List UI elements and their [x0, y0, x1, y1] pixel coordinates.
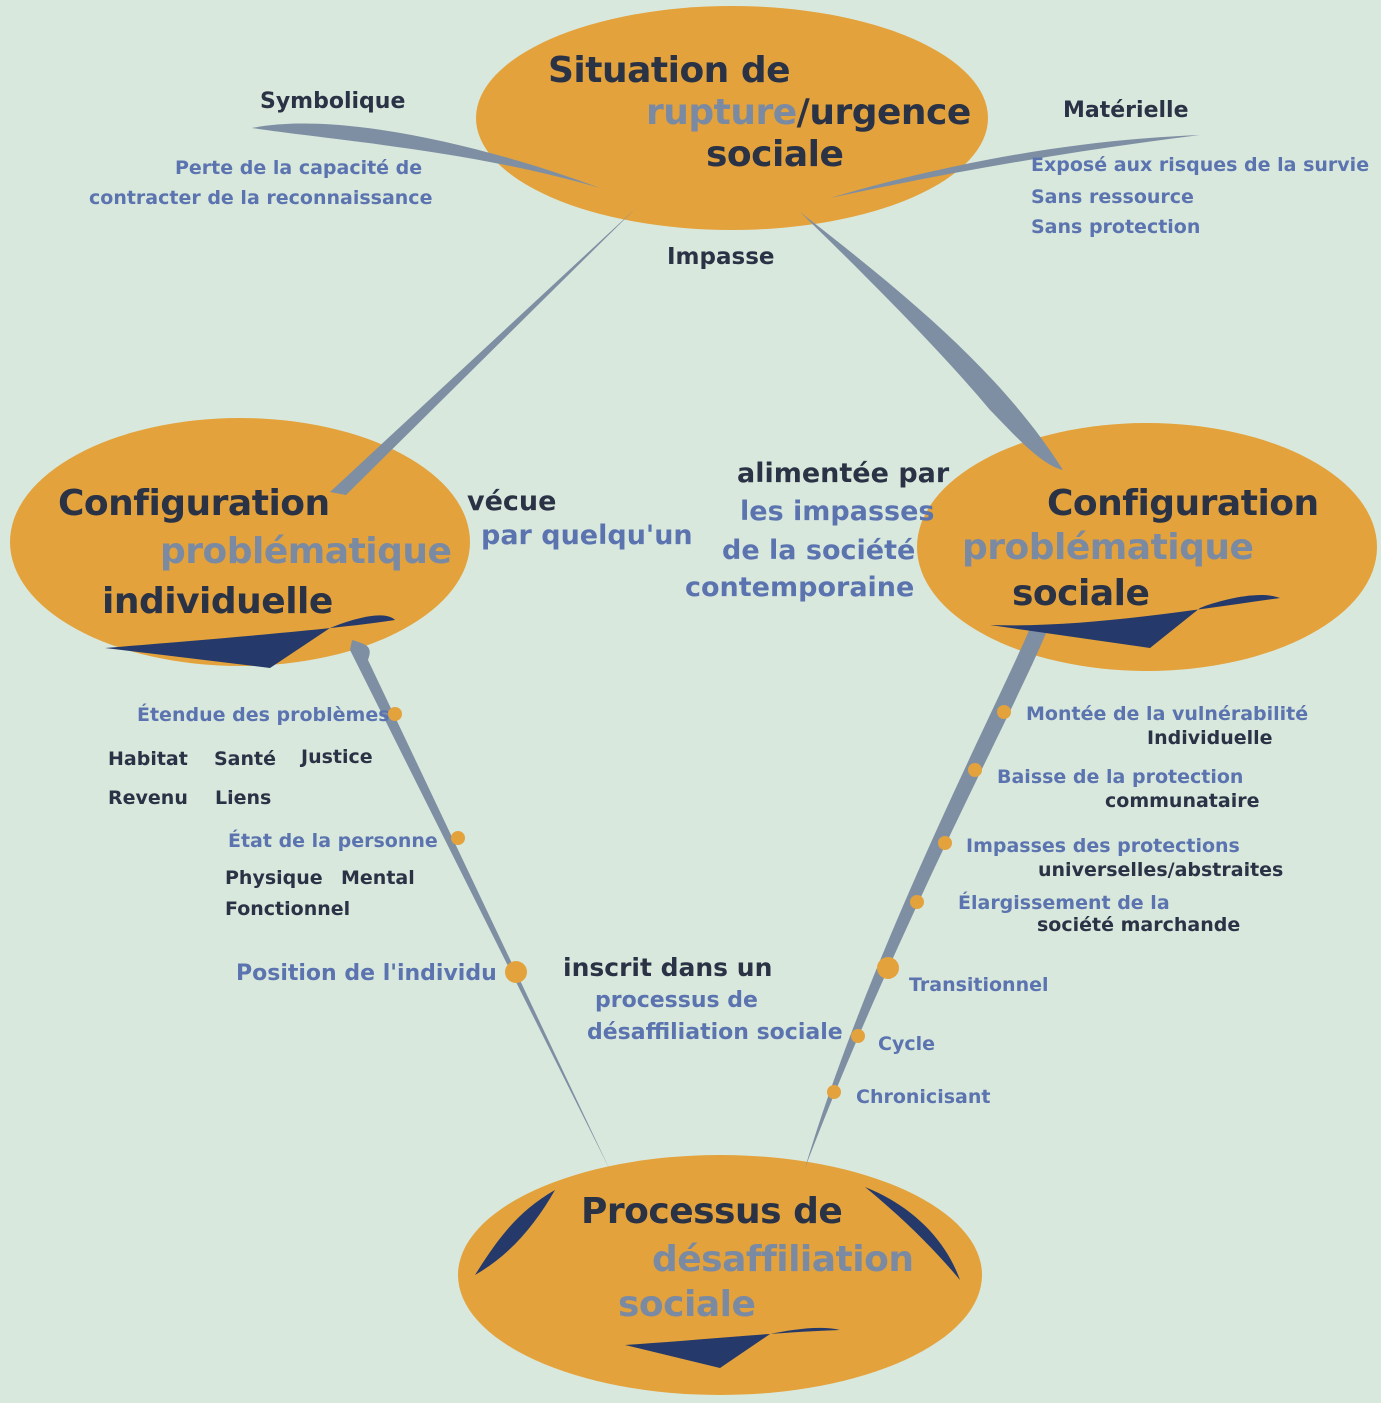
problem-item: Habitat — [108, 748, 188, 770]
etat-label: État de la personne — [228, 830, 438, 852]
left-title-line2: problématique — [160, 531, 452, 572]
impasses-line: les impasses — [740, 496, 935, 527]
materielle-title: Matérielle — [1063, 98, 1189, 123]
top-title-line3: sociale — [706, 134, 844, 175]
problem-item: Justice — [301, 746, 373, 768]
alimentee-label: alimentée par — [737, 458, 950, 489]
symbolique-connector — [252, 123, 600, 188]
dot-transitionnel — [877, 957, 899, 979]
problem-item: Liens — [215, 787, 272, 809]
materielle-item: Exposé aux risques de la survie — [1031, 154, 1370, 176]
phase-item: Cycle — [878, 1033, 935, 1055]
right-title-line2: problématique — [962, 527, 1254, 568]
phase-item: Chronicisant — [856, 1086, 991, 1108]
left-navy-accent — [105, 615, 395, 668]
bottom-title-line3: sociale — [618, 1284, 756, 1325]
vecue-label: vécue — [467, 486, 557, 517]
top-ellipse — [476, 6, 988, 230]
dot-cycle — [851, 1029, 865, 1043]
processus-line: processus de — [595, 988, 758, 1013]
bottom-title-line1: Processus de — [581, 1191, 843, 1232]
right-navy-accent — [990, 595, 1280, 648]
right-ellipse — [917, 423, 1377, 671]
dot-impasses — [938, 836, 952, 850]
right-title-line3: sociale — [1012, 573, 1150, 614]
etendue-label: Étendue des problèmes — [137, 704, 390, 726]
dot-position — [505, 961, 527, 983]
position-label: Position de l'individu — [236, 961, 497, 986]
dot-etendue — [388, 707, 402, 721]
left-bottom-connector — [350, 640, 610, 1170]
dot-chronicisant — [827, 1085, 841, 1099]
dot-protection — [968, 763, 982, 777]
factor-b: universelles/abstraites — [1038, 859, 1284, 881]
left-title-line3: individuelle — [102, 581, 333, 622]
inscrit-label: inscrit dans un — [563, 953, 773, 982]
symbolique-desc-1: Perte de la capacité de — [175, 157, 423, 179]
factor-a: Élargissement de la — [958, 892, 1170, 914]
factor-b: société marchande — [1037, 914, 1241, 936]
processus-line: désaffiliation sociale — [587, 1020, 843, 1045]
materielle-item: Sans protection — [1031, 216, 1201, 238]
bottom-center-navy-accent — [625, 1327, 840, 1368]
left-title-line1: Configuration — [58, 483, 330, 524]
problem-item: Santé — [214, 748, 277, 770]
top-title-line2: rupture/urgence — [646, 91, 971, 135]
factor-b: communataire — [1105, 790, 1260, 812]
materielle-item: Sans ressource — [1031, 186, 1194, 208]
phase-item: Transitionnel — [909, 974, 1049, 996]
rupture-word: rupture — [646, 92, 797, 133]
bottom-ellipse — [458, 1155, 982, 1395]
right-bottom-connector — [805, 628, 1048, 1168]
impasse-label: Impasse — [667, 244, 775, 270]
symbolique-title: Symbolique — [260, 89, 406, 114]
factor-a: Baisse de la protection — [997, 766, 1244, 788]
urgence-word: /urgence — [796, 92, 972, 133]
factor-a: Impasses des protections — [966, 835, 1240, 857]
dot-vulnerabilite — [997, 705, 1011, 719]
state-item: Physique — [225, 867, 323, 889]
dot-etat — [451, 831, 465, 845]
top-title-line1: Situation de — [548, 50, 791, 91]
state-item: Fonctionnel — [225, 898, 351, 920]
bottom-title-line2: désaffiliation — [652, 1239, 914, 1280]
top-right-connector — [800, 212, 1063, 470]
par-quelquun-label: par quelqu'un — [481, 520, 693, 551]
impasses-line: de la société — [722, 535, 916, 566]
bottom-left-navy-accent — [475, 1190, 555, 1275]
symbolique-desc-2: contracter de la reconnaissance — [89, 187, 433, 209]
factor-a: Montée de la vulnérabilité — [1026, 703, 1309, 725]
top-left-connector — [330, 208, 636, 495]
problem-item: Revenu — [108, 787, 188, 809]
factor-b: Individuelle — [1147, 727, 1273, 749]
right-title-line1: Configuration — [1047, 483, 1319, 524]
state-item: Mental — [341, 867, 415, 889]
dot-elargissement — [910, 895, 924, 909]
impasses-line: contemporaine — [685, 572, 915, 603]
